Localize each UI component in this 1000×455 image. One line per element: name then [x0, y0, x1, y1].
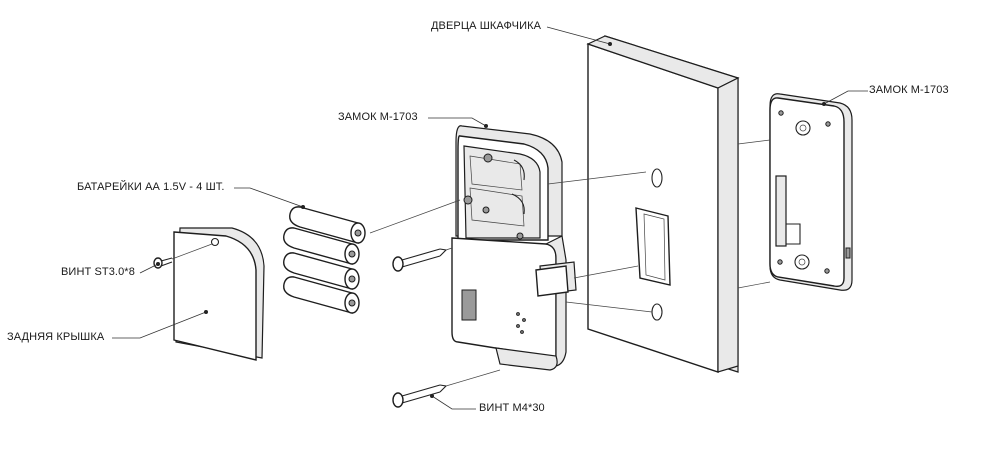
lock-main-body — [451, 125, 577, 371]
battery-3 — [283, 252, 360, 290]
label-back-cover: ЗАДНЯЯ КРЫШКА — [7, 331, 105, 343]
label-batteries: БАТАРЕЙКИ АА 1.5V - 4 ШТ. — [77, 181, 225, 193]
lock-back-plate — [769, 93, 853, 291]
label-long-screw: ВИНТ М4*30 — [479, 402, 545, 414]
label-lock-back: ЗАМОК М-1703 — [869, 84, 949, 96]
battery-1 — [289, 206, 366, 244]
assembly-axis-lines — [171, 139, 771, 387]
label-cabinet-door: ДВЕРЦА ШКАФЧИКА — [431, 20, 542, 32]
label-small-screw: ВИНТ ST3.0*8 — [61, 266, 135, 278]
label-lock-front: ЗАМОК М-1703 — [338, 111, 418, 123]
battery-2 — [283, 227, 360, 265]
batteries — [283, 206, 366, 314]
leader-lines — [112, 26, 868, 410]
cabinet-door-panel — [586, 35, 740, 373]
long-screw-lower — [392, 384, 448, 408]
back-cover — [173, 227, 265, 361]
long-screw-upper — [392, 248, 448, 272]
battery-4 — [283, 276, 360, 314]
